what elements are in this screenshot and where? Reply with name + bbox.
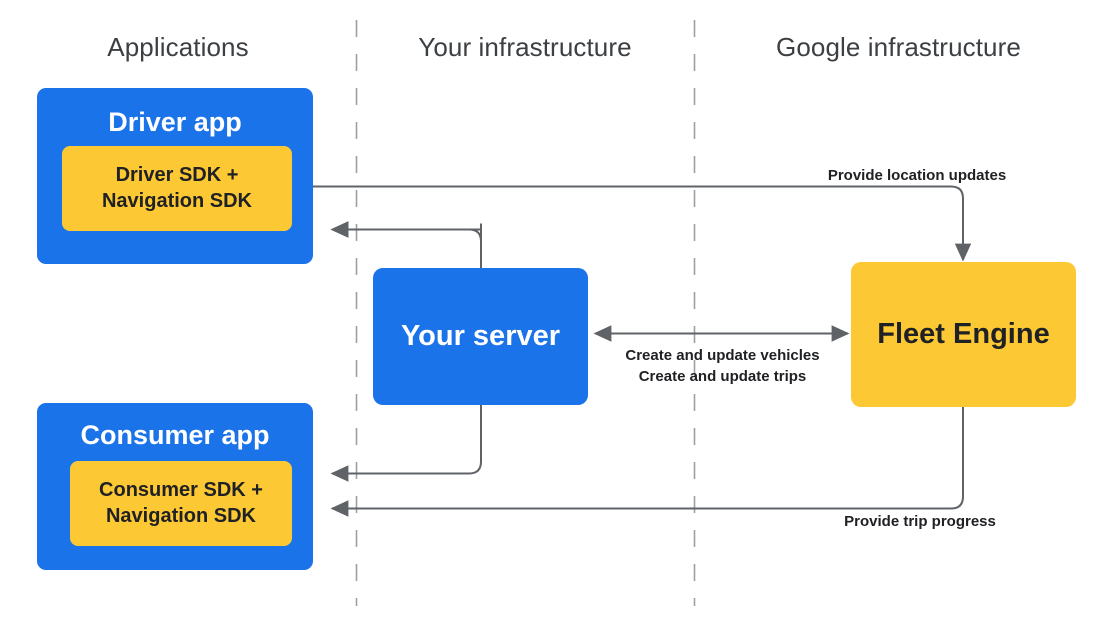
node-fleet-engine-label: Fleet Engine xyxy=(877,318,1050,350)
node-consumer-app[interactable]: Consumer app Consumer SDK + Navigation S… xyxy=(37,403,313,570)
edge-label-create-update: Create and update vehicles Create and up… xyxy=(625,347,820,385)
edge-label-provide-trip-progress: Provide trip progress xyxy=(844,513,996,530)
edge-server-to-consumer-app xyxy=(330,404,482,482)
edge-server-to-driver-app xyxy=(330,221,482,268)
zone-title-your-infrastructure: Your infrastructure xyxy=(418,32,632,62)
node-fleet-engine[interactable]: Fleet Engine xyxy=(851,262,1076,407)
node-your-server[interactable]: Your server xyxy=(373,268,588,405)
edge-fleet-engine-to-consumer xyxy=(330,407,964,517)
node-consumer-app-label: Consumer app xyxy=(80,420,270,450)
edge-label-provide-location-updates: Provide location updates xyxy=(827,167,1007,184)
zone-title-applications: Applications xyxy=(107,32,249,62)
node-driver-sdk[interactable]: Driver SDK + Navigation SDK xyxy=(62,146,292,231)
node-driver-app[interactable]: Driver app Driver SDK + Navigation SDK xyxy=(37,88,313,264)
edge-server-to-driver-app-shape xyxy=(330,221,482,268)
node-driver-sdk-label: Driver SDK + Navigation SDK xyxy=(101,163,253,212)
node-consumer-sdk-label: Consumer SDK + Navigation SDK xyxy=(99,478,263,527)
node-your-server-label: Your server xyxy=(400,320,561,352)
edge-driver-to-fleet-engine xyxy=(305,185,972,262)
node-consumer-sdk[interactable]: Consumer SDK + Navigation SDK xyxy=(70,461,292,546)
node-driver-app-label: Driver app xyxy=(108,107,242,137)
zone-title-google-infrastructure: Google infrastructure xyxy=(776,32,1021,62)
